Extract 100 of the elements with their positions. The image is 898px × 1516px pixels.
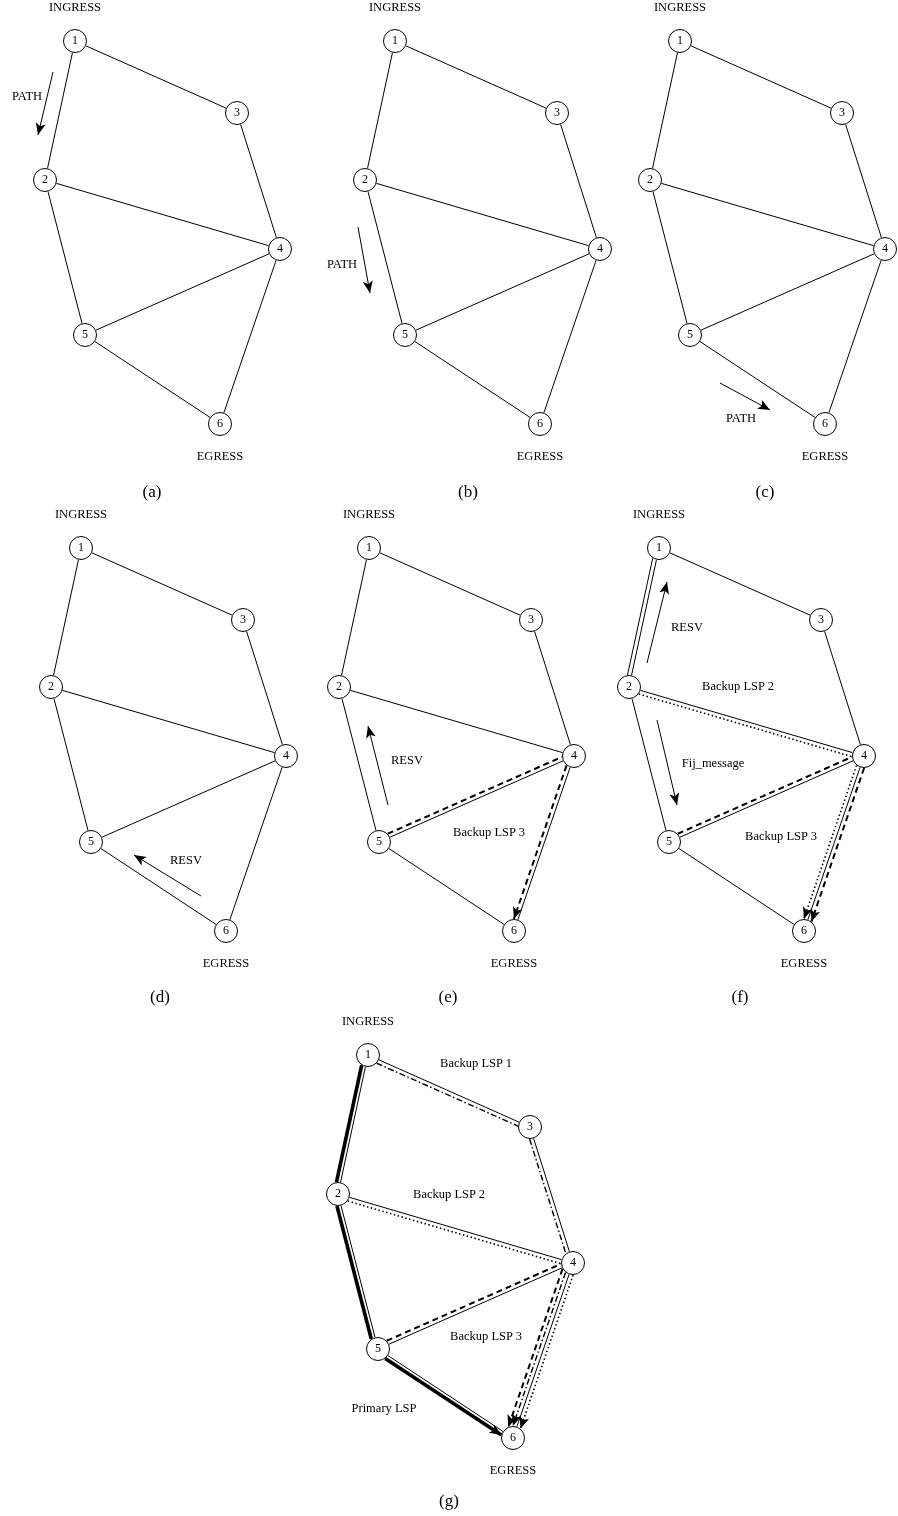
node-number: 2: [41, 172, 49, 186]
node-number: 4: [596, 241, 604, 255]
node-number: 3: [553, 105, 561, 119]
link-line: [414, 341, 531, 418]
router-node: [519, 608, 543, 632]
router-node: [39, 675, 63, 699]
message-label: PATH: [326, 257, 358, 271]
link-line: [534, 630, 571, 746]
node-number: 3: [526, 1119, 534, 1133]
node-number: 5: [401, 327, 409, 341]
router-node: [225, 101, 249, 125]
node-number: 2: [361, 172, 369, 186]
path-label: Backup LSP 3: [450, 1329, 522, 1343]
link-line: [415, 253, 590, 331]
node-caption: EGRESS: [516, 449, 564, 463]
link-line: [56, 182, 269, 247]
link-line: [669, 552, 811, 616]
link-line: [543, 259, 597, 414]
router-node: [830, 101, 854, 125]
node-number: 6: [509, 1430, 517, 1444]
router-node: [73, 323, 97, 347]
router-node: [393, 323, 417, 347]
node-caption: EGRESS: [490, 956, 538, 970]
link-line: [405, 45, 547, 109]
node-caption: INGRESS: [48, 0, 102, 14]
router-node: [617, 675, 641, 699]
link-line: [376, 182, 589, 247]
link-line: [91, 552, 233, 616]
link-line: [85, 45, 227, 109]
link-line: [53, 698, 89, 831]
link-line: [678, 848, 795, 925]
path-label: Backup LSP 1: [440, 1056, 512, 1070]
router-node: [852, 744, 876, 768]
link-line: [379, 552, 521, 616]
router-node: [638, 168, 662, 192]
node-number: 2: [47, 679, 55, 693]
router-node: [562, 744, 586, 768]
link-line: [631, 698, 667, 831]
node-caption: EGRESS: [202, 956, 250, 970]
link-line: [388, 848, 505, 925]
path-label: Backup LSP 2: [413, 1187, 485, 1201]
path-label: Primary LSP: [351, 1401, 417, 1415]
router-node: [231, 608, 255, 632]
link-line: [229, 766, 283, 921]
node-caption: INGRESS: [632, 507, 686, 521]
path-label: Backup LSP 3: [453, 825, 525, 839]
node-caption: EGRESS: [780, 956, 828, 970]
router-node: [353, 168, 377, 192]
router-node: [366, 1337, 390, 1361]
router-node: [588, 237, 612, 261]
node-number: 5: [686, 327, 694, 341]
node-caption: EGRESS: [801, 449, 849, 463]
node-number: 3: [817, 612, 825, 626]
link-line: [340, 1066, 366, 1183]
link-line: [828, 259, 882, 414]
node-number: 1: [77, 540, 85, 554]
node-number: 6: [216, 416, 224, 430]
link-line: [560, 123, 597, 239]
node-number: 3: [233, 105, 241, 119]
link-line: [47, 191, 83, 324]
node-number: 2: [646, 172, 654, 186]
router-node: [367, 830, 391, 854]
link-line: [690, 45, 832, 109]
figure-caption: (d): [150, 986, 170, 1006]
node-number: 2: [625, 679, 633, 693]
lsp-line: [334, 1064, 364, 1183]
node-number: 4: [881, 241, 889, 255]
node-number: 3: [239, 612, 247, 626]
link-line: [845, 123, 882, 239]
node-number: 4: [570, 748, 578, 762]
node-number: 1: [655, 540, 663, 554]
link-line: [223, 259, 277, 414]
link-line: [652, 191, 688, 324]
node-caption: EGRESS: [489, 1463, 537, 1477]
node-caption: EGRESS: [196, 449, 244, 463]
router-node: [809, 608, 833, 632]
link-line: [246, 630, 283, 746]
router-node: [33, 168, 57, 192]
node-number: 6: [800, 923, 808, 937]
node-number: 5: [81, 327, 89, 341]
link-line: [101, 760, 276, 838]
node-number: 1: [365, 540, 373, 554]
link-line: [94, 341, 211, 418]
path-label: Backup LSP 2: [702, 679, 774, 693]
router-node: [873, 237, 897, 261]
link-line: [100, 848, 217, 925]
node-number: 5: [87, 834, 95, 848]
node-number: 3: [838, 105, 846, 119]
router-node: [657, 830, 681, 854]
link-line: [367, 191, 403, 324]
router-node: [545, 101, 569, 125]
router-node: [518, 1115, 542, 1139]
router-node: [561, 1251, 585, 1275]
link-line: [652, 52, 678, 169]
node-number: 2: [334, 1186, 342, 1200]
node-number: 4: [282, 748, 290, 762]
router-node: [274, 744, 298, 768]
link-line: [341, 559, 367, 676]
router-node: [326, 1182, 350, 1206]
message-label: Fij_message: [681, 756, 745, 770]
